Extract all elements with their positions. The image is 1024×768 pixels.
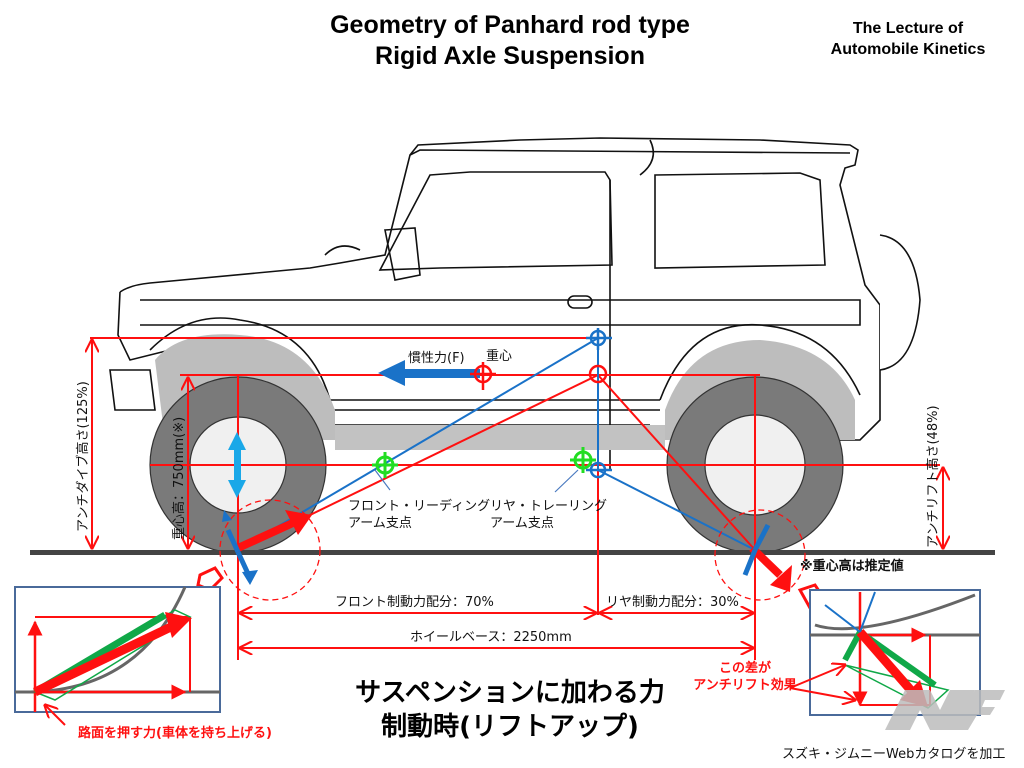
road-push-pointer	[45, 705, 66, 726]
anti-lift-effect-line1: この差が	[718, 661, 771, 676]
pivot-markers	[372, 447, 596, 478]
road-push-force-label: 路面を押す力(車体を持ち上げる)	[78, 726, 272, 741]
cog-label: 重心	[486, 349, 513, 364]
main-caption-line2: 制動時(リフトアップ)	[381, 712, 639, 742]
instant-center-marker	[586, 328, 612, 479]
front-contact-circle	[219, 499, 321, 601]
inertia-force-label: 慣性力(F)	[408, 351, 465, 366]
source-credit: スズキ・ジムニーWebカタログを加工	[782, 747, 1006, 762]
front-pivot-label: フロント・リーディング アーム支点	[348, 498, 490, 532]
road-push-hollow-arrow	[196, 566, 224, 592]
front-force-inset	[14, 586, 221, 713]
front-pivot-line2: アーム支点	[348, 516, 412, 531]
rear-pivot-line2: アーム支点	[490, 516, 554, 531]
inertia-force-arrow	[378, 360, 480, 386]
title-line1: Geometry of Panhard rod type	[330, 11, 690, 39]
main-caption: サスペンションに加わる力 制動時(リフトアップ)	[330, 676, 690, 744]
anti-lift-height-label: アンチリフト高さ(48%)	[926, 405, 941, 548]
cog-estimate-note: ※重心高は推定値	[800, 559, 904, 574]
wheelbase-label: ホイールベース：2250mm	[410, 630, 572, 645]
pivot-pointers	[374, 469, 579, 493]
watermark-logo	[885, 690, 1005, 730]
vertical-travel-arrow	[228, 432, 246, 498]
title-line2: Rigid Axle Suspension	[375, 42, 645, 70]
cog-height-label: 重心高：750mm(※)	[172, 416, 187, 540]
front-brake-force-arrow	[236, 510, 312, 552]
cog-marker	[470, 362, 608, 390]
lecture-line1: The Lecture of	[852, 20, 964, 37]
rear-contact-circle	[714, 509, 806, 601]
lecture-heading: The Lecture of Automobile Kinetics	[800, 18, 1016, 60]
anti-lift-effect-label: この差が アンチリフト効果	[690, 660, 800, 694]
anti-dive-height-label: アンチダイブ高さ(125%)	[76, 381, 91, 532]
rear-pivot-label: リヤ・トレーリング アーム支点	[490, 498, 607, 532]
front-pivot-line1: フロント・リーディング	[348, 499, 491, 514]
lecture-line2: Automobile Kinetics	[830, 41, 986, 58]
side-sill	[335, 425, 665, 450]
front-brake-ratio-label: フロント制動力配分：70%	[335, 595, 494, 610]
anti-lift-effect-line2: アンチリフト効果	[693, 678, 797, 693]
main-caption-line1: サスペンションに加わる力	[355, 678, 665, 708]
rear-brake-ratio-label: リヤ制動力配分：30%	[606, 595, 739, 610]
ground-line	[30, 550, 995, 555]
rear-pivot-line1: リヤ・トレーリング	[490, 499, 608, 514]
spare-tire	[879, 234, 921, 371]
rear-suspension-force-arrow	[742, 523, 771, 576]
page-title: Geometry of Panhard rod type Rigid Axle …	[250, 10, 770, 72]
